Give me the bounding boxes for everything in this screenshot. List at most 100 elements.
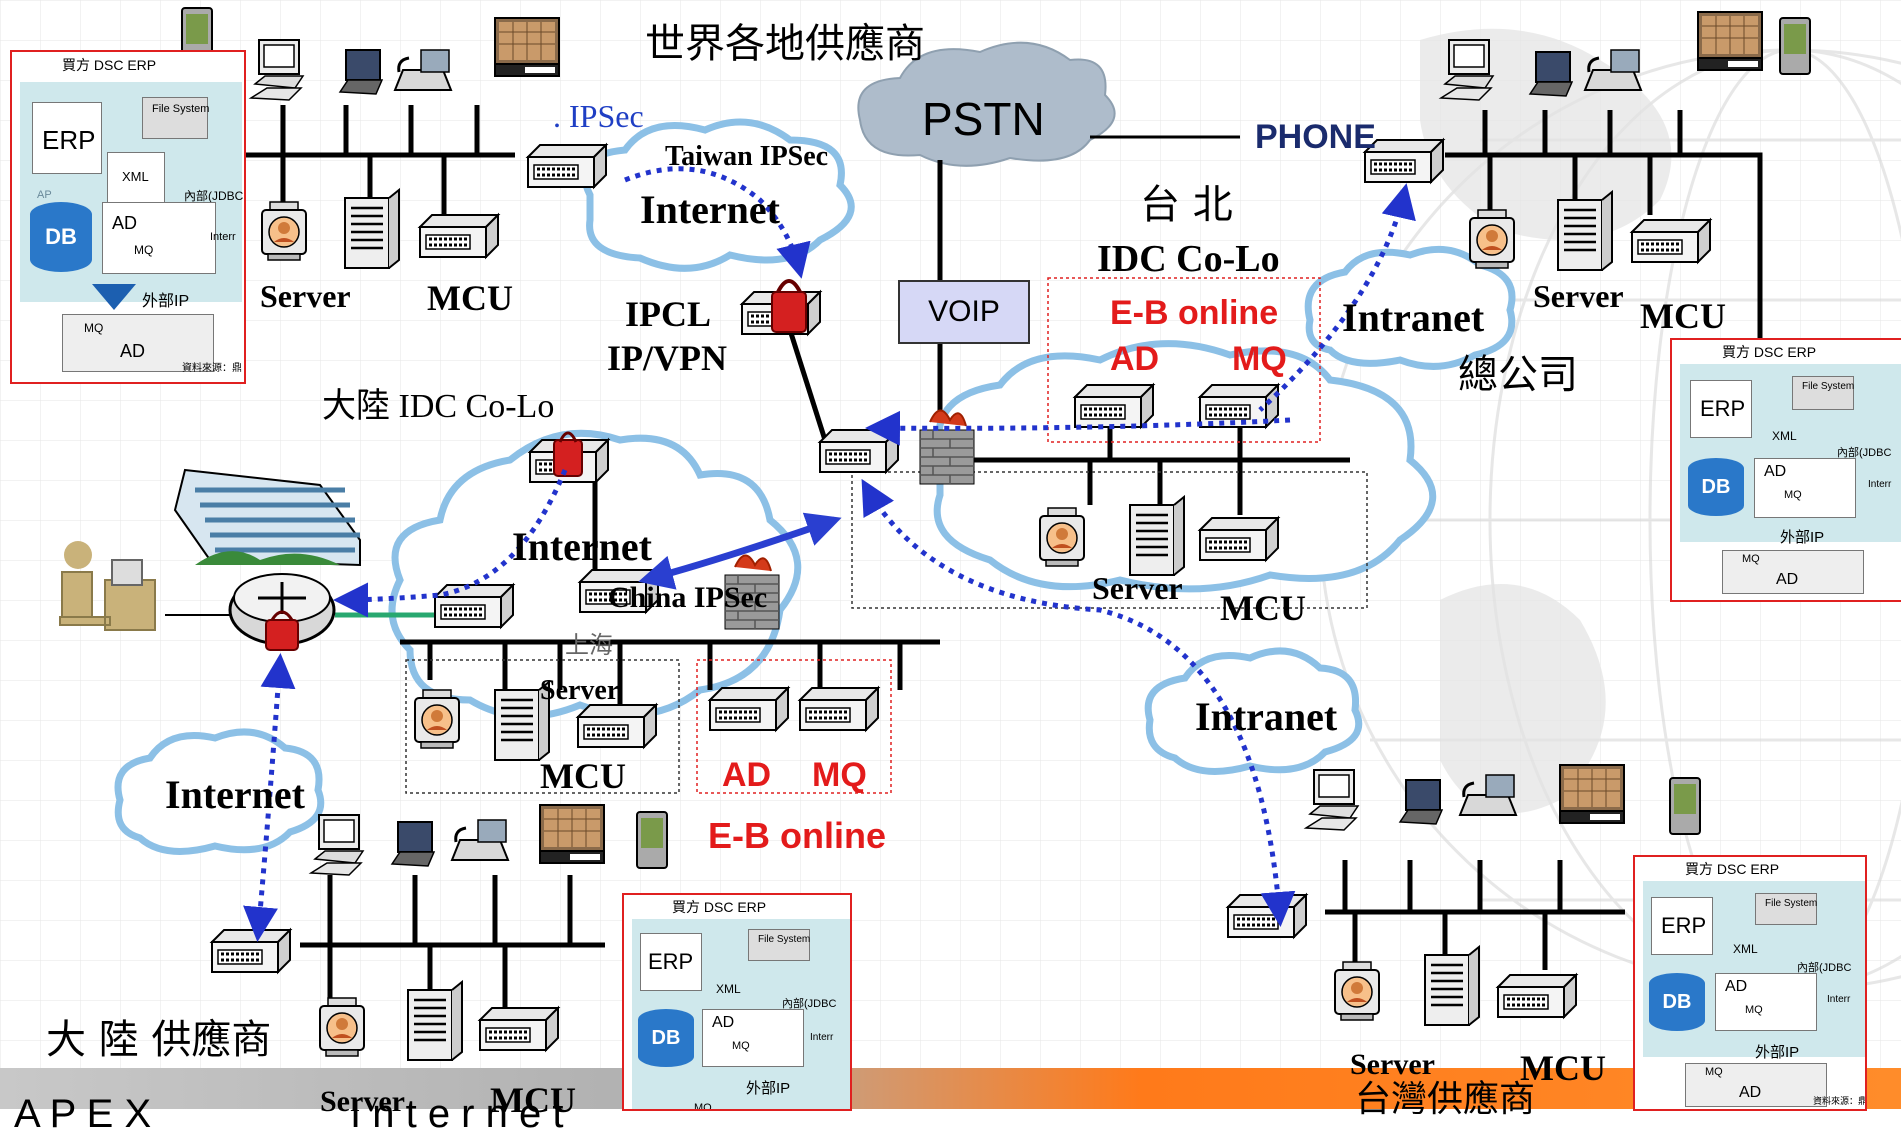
jdbc-label: 內部(JDBC xyxy=(184,189,244,203)
interr-label: Interr xyxy=(1868,479,1892,490)
db-cylinder: DB xyxy=(30,202,92,272)
shanghai-label: 上海 xyxy=(565,631,613,659)
erp-panel-bottom-right: 買方 DSC ERP ERP File System XML 內部(JDBC A… xyxy=(1633,855,1867,1111)
jdbc-label: 內部(JDBC xyxy=(1837,447,1892,459)
user-at-desk-icon xyxy=(59,541,156,631)
phone-label: PHONE xyxy=(1255,118,1376,156)
idc-colo-label: IDC Co-Lo xyxy=(1097,238,1280,280)
interr-label: Interr xyxy=(810,1032,834,1043)
server-label-taiwan: Server xyxy=(1350,1048,1435,1081)
bottom-left-text: A P E X xyxy=(14,1092,152,1136)
ad-label-2: AD xyxy=(120,341,146,361)
voip-box: VOIP xyxy=(898,280,1030,344)
erp-panel-bottom-center: 買方 DSC ERP ERP File System XML 內部(JDBC A… xyxy=(622,893,852,1111)
down-arrow-icon xyxy=(92,284,136,310)
bottom-center-text: I n t e r n e t xyxy=(350,1092,564,1136)
mcu-label-mainland: MCU xyxy=(540,756,626,796)
eb-online-label-mainland: E-B online xyxy=(708,815,886,856)
ad-label-taipei: AD xyxy=(1110,340,1160,378)
xml-label: XML xyxy=(122,169,149,184)
interr-label: Interr xyxy=(1827,994,1851,1005)
server-label-hq: Server xyxy=(1533,278,1624,314)
interr-label: Interr xyxy=(210,231,236,243)
mq-label-2: MQ xyxy=(694,1102,712,1111)
bottom-banner xyxy=(0,1068,1901,1109)
xml-label: XML xyxy=(1733,942,1758,956)
mq-label-2: MQ xyxy=(84,321,104,335)
erp-header: 買方 DSC ERP xyxy=(672,899,767,915)
ipvpn-label: IP/VPN xyxy=(607,338,727,378)
mq-label-2: MQ xyxy=(1705,1066,1723,1078)
erp-panel-right: 買方 DSC ERP ERP File System XML 內部(JDBC A… xyxy=(1670,338,1901,602)
db-cylinder: DB xyxy=(1688,458,1744,516)
external-ip-label: 外部IP xyxy=(1755,1044,1800,1061)
server-label-world: Server xyxy=(260,278,351,314)
external-ip-label: 外部IP xyxy=(142,293,190,310)
xml-label: XML xyxy=(1772,429,1797,443)
jdbc-label: 內部(JDBC xyxy=(782,998,837,1010)
voip-label: VOIP xyxy=(928,295,1000,328)
mq-label-taipei: MQ xyxy=(1232,340,1287,378)
ad-label-2: AD xyxy=(1739,1084,1762,1101)
jdbc-label: 內部(JDBC xyxy=(1797,962,1852,974)
server-label-mainland: Server xyxy=(540,675,620,706)
mq-label: MQ xyxy=(732,1040,750,1052)
file-system-label: File System xyxy=(1765,898,1818,909)
erp-header: 買方 DSC ERP xyxy=(1722,344,1817,360)
server-label-taipei: Server xyxy=(1092,570,1183,606)
file-system-label: File System xyxy=(758,934,811,945)
internet-label-top: Internet xyxy=(640,187,780,232)
mq-label: MQ xyxy=(134,243,154,257)
erp-header: 買方 DSC ERP xyxy=(62,57,157,73)
mcu-label-hq: MCU xyxy=(1640,296,1726,336)
ad-label: AD xyxy=(112,213,138,233)
internet-label-left: Internet xyxy=(165,772,305,817)
vpn-router-icon xyxy=(228,573,336,651)
external-ip-label: 外部IP xyxy=(746,1080,791,1097)
server-zone-mainland xyxy=(405,659,680,794)
eb-online-label-taipei: E-B online xyxy=(1110,294,1279,332)
taiwan-supplier-label: 台灣供應商 xyxy=(1355,1079,1536,1120)
ipcl-label: IPCL xyxy=(625,294,712,334)
china-ipsec-label: China IPSec xyxy=(608,581,768,614)
pstn-label: PSTN xyxy=(922,93,1045,145)
source-label: 資料來源：鼎 xyxy=(1813,1096,1867,1106)
erp-label: ERP xyxy=(42,125,96,155)
taipei-label: 台 北 xyxy=(1140,182,1233,228)
erp-header: 買方 DSC ERP xyxy=(1685,861,1780,877)
headquarters-label: 總公司 xyxy=(1458,352,1578,398)
intranet-label-bottom: Intranet xyxy=(1195,694,1338,739)
internet-label-mainland: Internet xyxy=(512,524,652,569)
ipsec-label: . IPSec xyxy=(553,98,644,134)
cloud-internet-top xyxy=(581,118,855,272)
devices-mainland-idc xyxy=(414,431,880,762)
db-cylinder: DB xyxy=(638,1009,694,1067)
ipcl-firewall xyxy=(740,279,822,336)
ad-label: AD xyxy=(1764,463,1787,480)
erp-label: ERP xyxy=(1700,396,1746,421)
ad-label: AD xyxy=(1725,978,1748,995)
intranet-label-right: Intranet xyxy=(1342,295,1485,340)
vpn-connections xyxy=(243,166,1416,942)
mq-label-mainland: MQ xyxy=(812,756,867,794)
ad-label-mainland: AD xyxy=(722,756,772,794)
file-system-label: File System xyxy=(1802,381,1855,392)
xml-label: XML xyxy=(716,982,741,996)
mcu-label-taipei: MCU xyxy=(1220,588,1306,628)
cloud-intranet-right xyxy=(1304,245,1516,370)
mainland-supplier-label: 大 陸 供應商 xyxy=(46,1017,272,1063)
building-icon xyxy=(173,468,361,567)
title-world-suppliers: 世界各地供應商 xyxy=(645,21,925,67)
erp-label: ERP xyxy=(648,949,694,974)
source-label: 資料來源：鼎 xyxy=(182,363,242,374)
taiwan-ipsec-label: Taiwan IPSec xyxy=(665,141,829,172)
ad-label: AD xyxy=(712,1014,735,1031)
mcu-label-world: MCU xyxy=(427,278,513,318)
china-ipsec-link xyxy=(638,512,842,590)
erp-panel-top-left: 買方 DSC ERP ERP File System XML AP 內部(JDB… xyxy=(10,50,246,384)
ap-label: AP xyxy=(37,189,52,201)
mainland-idc-label: 大陸 IDC Co-Lo xyxy=(322,388,555,425)
erp-label: ERP xyxy=(1661,913,1707,938)
eb-online-box-taipei xyxy=(1047,277,1321,443)
network-diagram xyxy=(0,0,1901,1109)
